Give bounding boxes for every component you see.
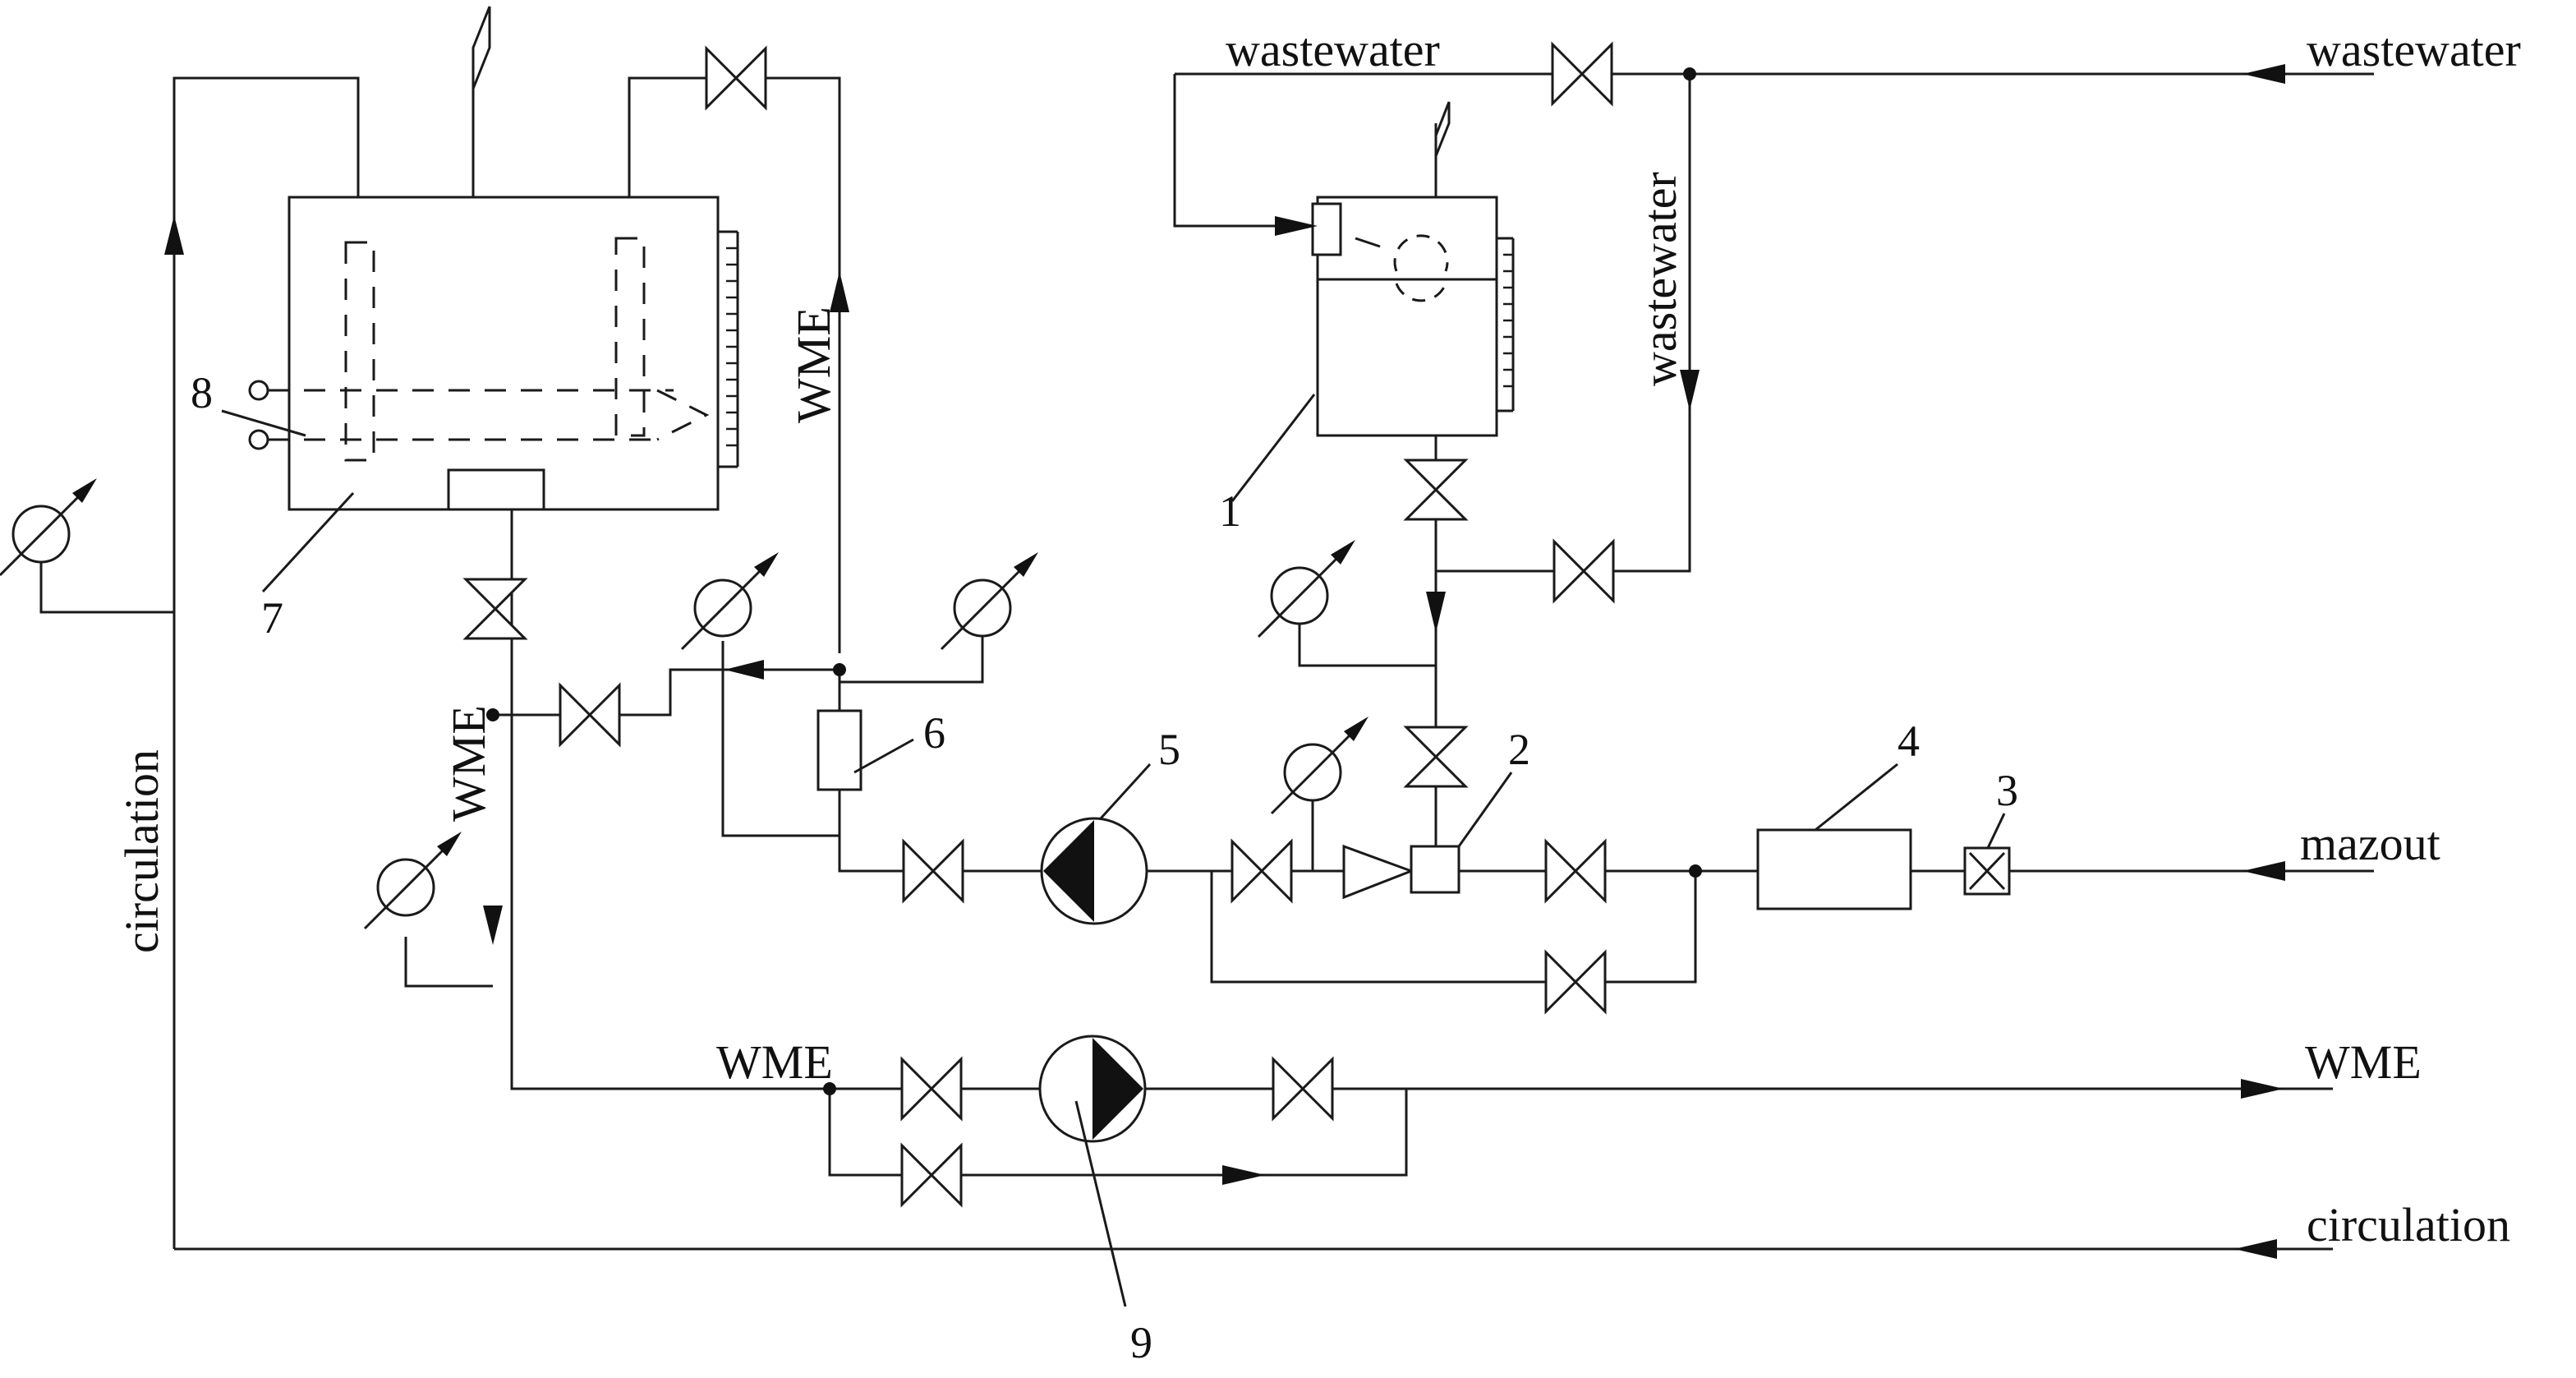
tank-1 <box>1311 196 1515 437</box>
label-wastewater-inlet: wastewater <box>2307 23 2521 76</box>
level-scale-7 <box>726 247 738 447</box>
label-wme-bottom: WME <box>716 1035 833 1089</box>
label-wme-vertical-left: WME <box>442 705 495 822</box>
number-5: 5 <box>1158 725 1180 774</box>
pump-9 <box>1038 1035 1147 1143</box>
number-7: 7 <box>261 593 283 643</box>
label-wastewater-top: wastewater <box>1226 23 1440 76</box>
number-6: 6 <box>923 708 945 758</box>
label-wme-vertical-top: WME <box>787 306 840 423</box>
tank-7 <box>248 196 739 511</box>
number-1: 1 <box>1219 486 1241 536</box>
flow-arrows <box>164 64 2285 1259</box>
junctions <box>486 67 1702 1095</box>
number-4: 4 <box>1898 717 1920 766</box>
filter-6 <box>816 709 862 791</box>
vent-flags <box>472 6 1451 157</box>
pressure-gauges <box>0 477 1370 930</box>
component-numbers: 1 2 3 4 5 6 7 8 9 <box>191 368 2018 1367</box>
number-9: 9 <box>1130 1318 1152 1367</box>
label-wme-outlet: WME <box>2305 1035 2422 1089</box>
strainer-3 <box>1963 846 2011 896</box>
number-2: 2 <box>1508 725 1530 774</box>
number-3: 3 <box>1996 766 2018 815</box>
pump-5 <box>1040 817 1148 925</box>
heater-4 <box>1756 828 1912 910</box>
ejector-2 <box>1342 844 1460 900</box>
components <box>816 709 2011 910</box>
label-circulation-return: circulation <box>2307 1198 2510 1251</box>
flow-labels: wastewater wastewater wastewater WME WME… <box>115 23 2521 1251</box>
label-circulation-vertical: circulation <box>115 749 168 953</box>
label-mazout: mazout <box>2300 817 2440 870</box>
leader-lines <box>221 394 2006 1307</box>
label-wastewater-vertical: wastewater <box>1633 172 1686 386</box>
number-8: 8 <box>191 368 213 417</box>
